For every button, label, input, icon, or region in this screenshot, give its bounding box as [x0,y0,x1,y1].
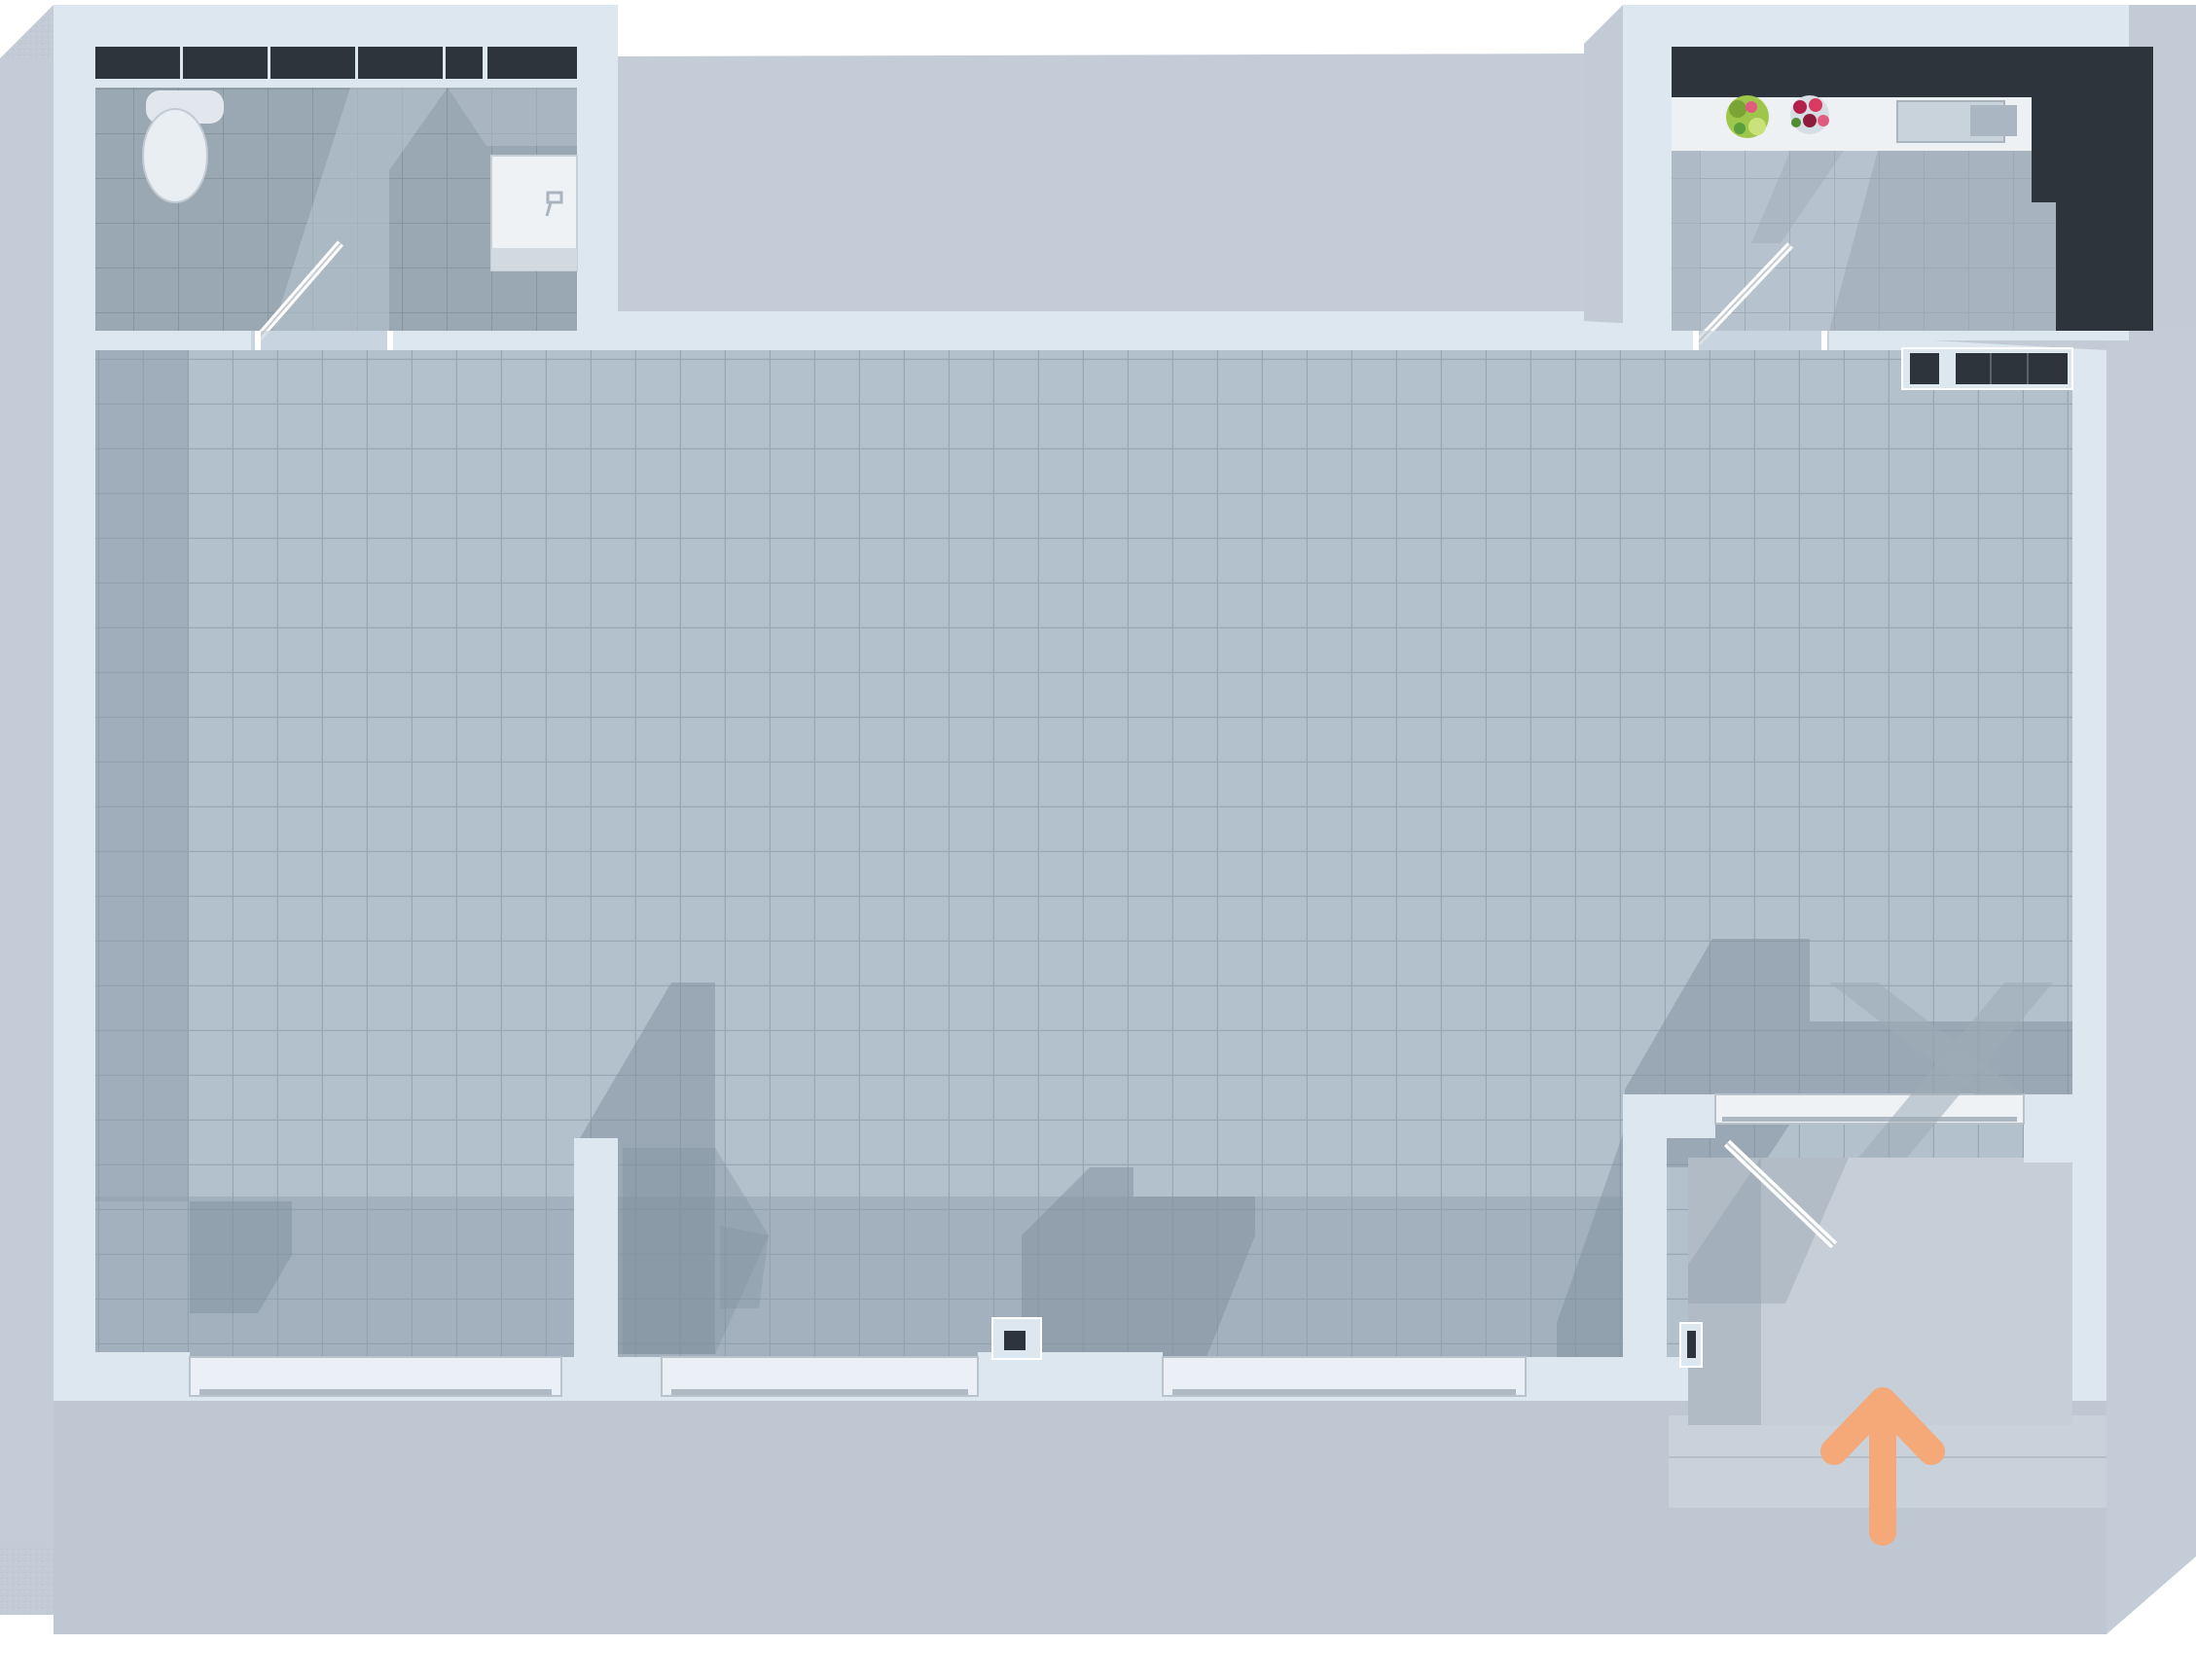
sink-icon [490,155,578,271]
flower-pot-icon [1726,95,1769,138]
entrance-door [1714,983,2053,1249]
toilet-icon [142,90,224,203]
restroom-door [251,240,393,350]
flower-pot-icon [1790,95,1829,134]
kitchenette-door [1693,242,1829,350]
main-hall [54,321,2106,1425]
restroom [54,5,618,350]
kitchenette [1584,5,2196,390]
up-arrow-icon [1820,1387,1945,1546]
windows [189,1356,1527,1397]
